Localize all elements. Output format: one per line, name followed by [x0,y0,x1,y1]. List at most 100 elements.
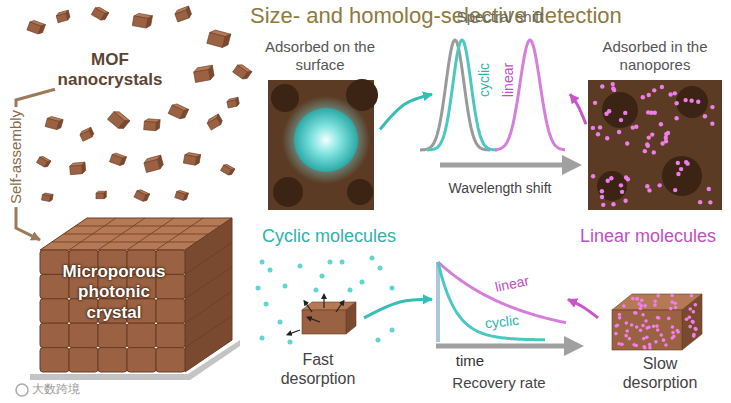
pore [602,92,638,128]
linear-molecule-dot [694,328,698,332]
brick-seam [127,218,174,250]
nanocrystal [96,193,104,199]
linear-molecule-dot [632,343,636,347]
linear-molecule-dot [619,183,623,187]
linear-molecule-dot [624,334,628,338]
nanocrystal [193,65,215,82]
nanocrystal [27,19,46,35]
linear-molecule-dot [636,297,640,301]
linear-molecule-dot [642,345,646,349]
linear-molecule-dot [600,189,604,193]
linear-molecule-dot [670,336,674,340]
nanocrystal [143,155,164,172]
linear-molecule-dot [647,135,651,139]
nanocrystal [206,114,224,130]
connector-arrow [568,299,598,318]
linear-molecule-dot [660,333,664,337]
linear-molecule-dot [676,172,680,176]
linear-molecule-dot [617,130,621,134]
nanocrystal [91,6,109,22]
node-heading: Fast desorption [278,350,358,388]
linear-molecule-dot [643,304,647,308]
nanocrystal [37,155,51,168]
linear-molecule-dot [698,200,702,204]
linear-molecule-dot [624,321,628,325]
nanocrystal [45,116,63,131]
brick [98,348,127,372]
linear-molecule-dot [591,174,595,178]
nanocrystal [134,189,150,203]
node-text: linear [500,63,517,97]
crystal-cube [346,302,356,334]
linear-molecule-dot [649,111,653,115]
cyclic-molecule-dot [278,320,283,325]
cyclic-molecule-dot [298,264,303,269]
node-heading: Spectral shift [432,8,568,26]
linear-molecule-dot [618,313,622,317]
linear-molecule-dot [631,297,635,301]
stack-side [185,218,232,372]
cyclic-molecule-dot [260,336,265,341]
brick-seam [98,218,145,250]
linear-molecule-dot [679,167,683,171]
connector-arrow [380,94,432,129]
nanocrystal [183,155,196,165]
brick-seam [185,316,232,348]
pore [597,171,627,201]
watermark-icon [16,384,28,396]
brick [40,299,69,323]
linear-molecule-dot [623,111,627,115]
illustration-part [612,294,702,350]
linear-molecule-dot [653,299,657,303]
linear-molecule-dot [657,183,661,187]
node-heading: MOF nanocrystals [55,50,165,91]
nanocrystal [69,162,86,175]
linear-molecule-dot [605,136,609,140]
crystal-cube [682,294,702,350]
linear-molecule-dot [666,131,670,135]
linear-molecule-dot [644,319,648,323]
linear-molecule-dot [654,340,658,344]
linear-molecule-dot [643,346,647,350]
linear-molecule-dot [652,88,656,92]
nanocrystal [168,105,184,119]
crystal-cube [612,310,682,350]
node-text: cyclic [476,63,493,97]
nanocrystal [45,118,59,129]
node-text: cyclic [484,312,520,332]
node-text: time [456,352,484,370]
linear-molecule-dot [622,304,626,308]
desorption-arrow [289,330,300,334]
linear-molecule-dot [656,328,660,332]
linear-molecule-dot [664,139,668,143]
nanocrystal [42,193,54,202]
cyclic-molecule-dot [360,280,365,285]
nanopore-panel: Adsorbed in the nanopores [586,38,726,214]
brick-seam [69,218,116,250]
linear-molecule-dot [598,125,602,129]
desorption-arrow [336,302,343,312]
linear-molecule-dot [591,126,595,130]
linear-molecule-dot [601,203,605,207]
nanopore-panel [588,80,722,210]
recovery-plot: linearcyclictimeRecovery rate [432,252,568,400]
node-heading: Microporous photonic crystal [50,262,178,323]
linear-molecule-dot [676,161,680,165]
pore [273,177,303,207]
linear-molecule-dot [639,329,643,333]
nanocrystal [227,100,237,108]
cyclic-molecule-dot [376,338,381,343]
nanocrystal [233,65,248,79]
nanocrystal [104,191,106,199]
node-heading: Adsorbed on the surface [262,38,378,74]
illustration-part [40,218,232,372]
pore [347,179,373,205]
cyclic-molecule-dot [283,284,288,289]
linear-molecule-dot [624,175,628,179]
nanocrystal [134,191,146,202]
nanocrystal [226,97,239,108]
spectrum-curve [427,40,497,150]
linear-molecule-dot [641,324,645,328]
brick-seam [185,291,232,323]
linear-molecule-dot [684,160,688,164]
